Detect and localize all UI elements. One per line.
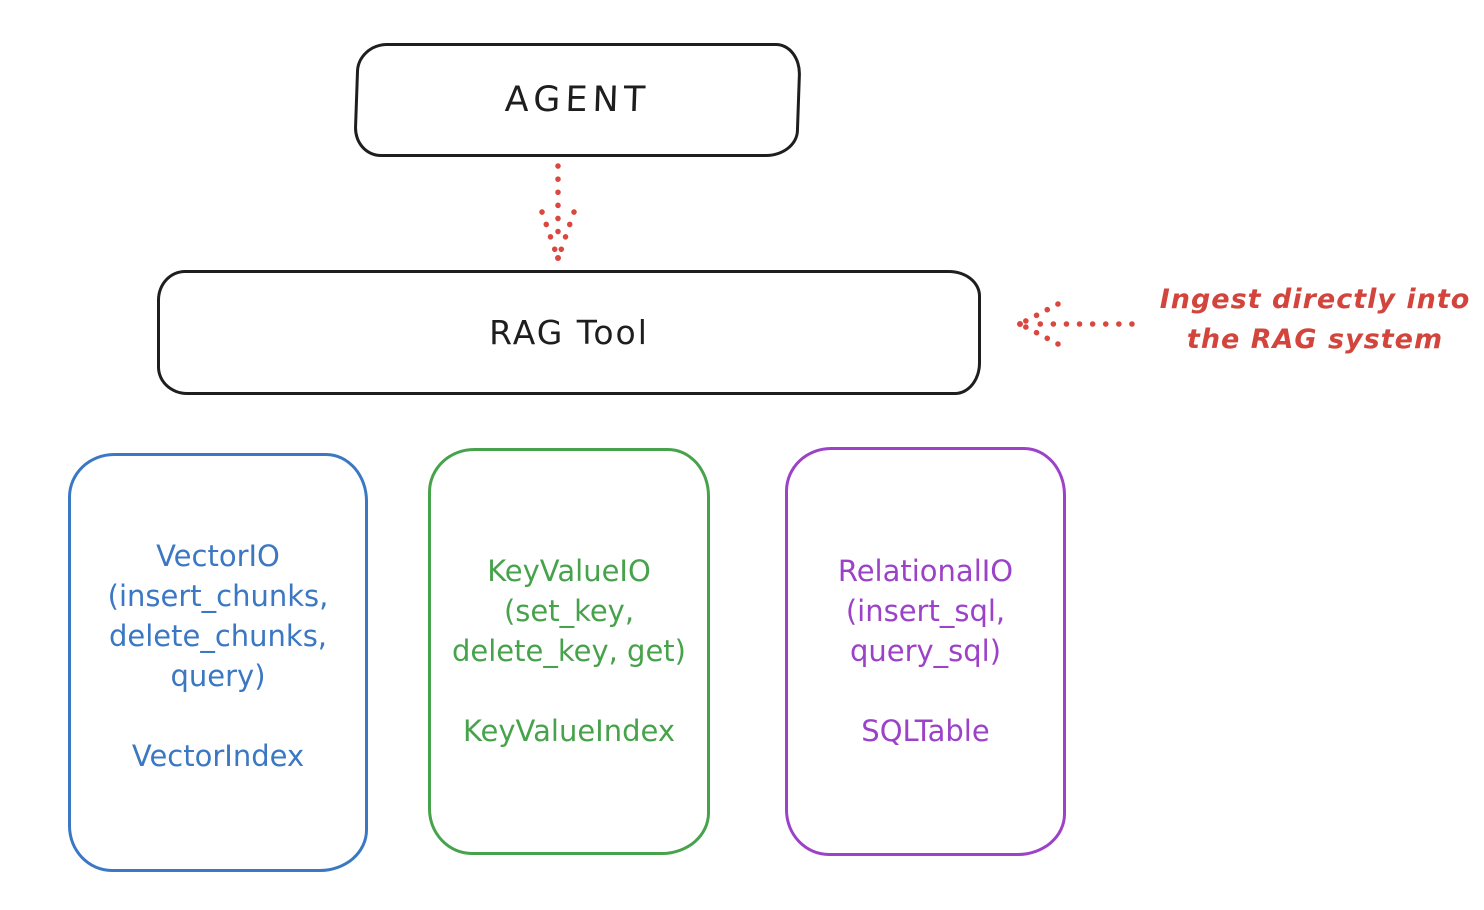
rag-tool-box: RAG Tool <box>157 270 981 395</box>
io-line: query_sql) <box>849 634 1002 668</box>
keyvalue-io-description: KeyValueIO (set_key, delete_key, get) <box>431 551 707 671</box>
annotation-line-2: the RAG system <box>1186 324 1444 355</box>
io-line: (insert_chunks, <box>107 579 329 613</box>
io-line: query) <box>170 659 266 693</box>
relational-io-description: RelationalIO (insert_sql, query_sql) <box>788 551 1063 671</box>
annotation-arrow-icon <box>1017 301 1135 347</box>
annotation-line-1: Ingest directly into <box>1159 284 1471 315</box>
rag-tool-label: RAG Tool <box>489 313 649 352</box>
io-line: VectorIO <box>156 539 280 573</box>
sql-table-label: SQLTable <box>861 714 990 748</box>
agent-box: AGENT <box>353 43 802 157</box>
vector-index-label: VectorIndex <box>131 739 305 773</box>
vector-io-description: VectorIO (insert_chunks, delete_chunks, … <box>71 536 365 696</box>
relational-io-box: RelationalIO (insert_sql, query_sql) SQL… <box>785 447 1066 856</box>
io-line: (set_key, <box>503 594 635 628</box>
agent-to-rag-arrow-icon <box>539 163 577 261</box>
io-line: KeyValueIO <box>487 554 651 588</box>
io-line: delete_chunks, <box>108 619 328 653</box>
io-line: delete_key, get) <box>452 634 686 668</box>
io-line: (insert_sql, <box>845 594 1006 628</box>
keyvalue-io-box: KeyValueIO (set_key, delete_key, get) Ke… <box>428 448 710 855</box>
vector-io-box: VectorIO (insert_chunks, delete_chunks, … <box>68 453 368 872</box>
keyvalue-index-label: KeyValueIndex <box>462 714 676 748</box>
annotation-text: Ingest directly into the RAG system <box>1140 280 1484 360</box>
io-line: RelationalIO <box>837 554 1014 588</box>
agent-label: AGENT <box>504 80 651 120</box>
